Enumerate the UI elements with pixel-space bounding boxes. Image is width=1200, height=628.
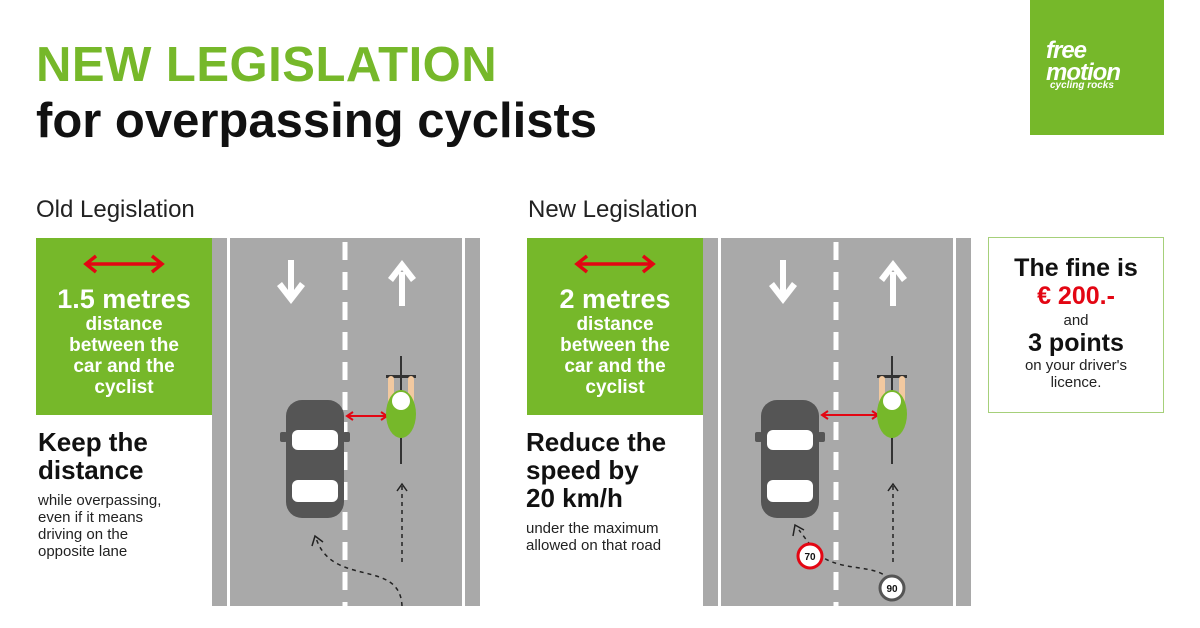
speed-limit-sign-70: 70: [796, 542, 824, 570]
old-distance-desc-3: car and the: [73, 356, 175, 377]
old-distance-desc-2: between the: [69, 335, 179, 356]
new-rule: Reduce the speed by 20 km/h under the ma…: [526, 428, 704, 554]
old-rule: Keep the distance while overpassing, eve…: [38, 428, 208, 560]
road-edge-line-left: [227, 238, 230, 606]
new-distance-box: 2 metres distance between the car and th…: [527, 238, 703, 415]
new-distance-desc-2: between the: [560, 335, 670, 356]
cyclist-icon: [386, 356, 416, 464]
fine-points-desc-2: licence.: [1050, 374, 1102, 391]
old-rule-desc-3: driving on the: [38, 526, 129, 543]
old-distance-desc-4: cyclist: [94, 377, 154, 398]
road-edge-line-right: [953, 238, 956, 606]
car-icon: [280, 400, 350, 518]
fine-points: 3 points: [1028, 329, 1124, 357]
old-rule-title-2: distance: [38, 455, 144, 485]
title-line-2: for overpassing cyclists: [36, 94, 598, 148]
up-arrow-icon: [388, 260, 416, 306]
old-rule-desc-1: while overpassing,: [38, 492, 162, 509]
speed-limit-sign-90: 90: [878, 574, 906, 602]
down-arrow-icon: [769, 260, 797, 304]
new-rule-title-1: Reduce the: [526, 427, 667, 457]
down-arrow-icon: [277, 260, 305, 304]
new-road-illustration: 70 90: [703, 238, 971, 606]
old-legislation-heading: Old Legislation: [36, 196, 195, 223]
logo-tagline: cycling rocks: [1050, 80, 1114, 91]
new-rule-title-3: 20 km/h: [526, 483, 623, 513]
title-line-1: NEW LEGISLATION: [36, 38, 498, 92]
new-legislation-heading: New Legislation: [528, 196, 698, 223]
cyclist-path-arrowhead: [887, 482, 899, 492]
up-arrow-icon: [879, 260, 907, 306]
double-arrow-icon: [574, 254, 656, 274]
speed-sign-70-label: 70: [804, 552, 816, 563]
old-distance-box: 1.5 metres distance between the car and …: [36, 238, 212, 415]
cyclist-path-arrowhead: [396, 482, 408, 492]
old-distance-value: 1.5 metres: [57, 284, 191, 314]
old-rule-title-1: Keep the: [38, 427, 148, 457]
car-icon: [755, 400, 825, 518]
old-distance-desc-1: distance: [85, 314, 163, 335]
cyclist-icon: [877, 356, 907, 464]
road-edge-line-left: [718, 238, 721, 606]
new-distance-desc-4: cyclist: [585, 377, 645, 398]
new-rule-desc-2: allowed on that road: [526, 537, 662, 554]
speed-sign-90-label: 90: [886, 584, 898, 595]
car-path-arrowhead: [792, 523, 805, 537]
fine-points-desc-1: on your driver's: [1024, 357, 1128, 374]
old-rule-desc-4: opposite lane: [38, 543, 128, 560]
new-rule-desc-1: under the maximum: [526, 520, 659, 537]
road-edge-line-right: [462, 238, 465, 606]
new-distance-value: 2 metres: [559, 284, 671, 314]
double-arrow-icon: [83, 254, 165, 274]
old-rule-desc-2: even if it means: [38, 509, 144, 526]
new-distance-desc-3: car and the: [564, 356, 666, 377]
fine-box: The fine is € 200.- and 3 points on your…: [988, 237, 1164, 413]
car-path-arrowhead: [311, 534, 324, 547]
fine-line-1: The fine is: [1014, 254, 1138, 282]
new-rule-title-2: speed by: [526, 455, 639, 485]
fine-amount: € 200.-: [1037, 282, 1115, 310]
fine-and: and: [1063, 312, 1089, 329]
old-road-illustration: [212, 238, 480, 606]
new-distance-desc-1: distance: [576, 314, 654, 335]
